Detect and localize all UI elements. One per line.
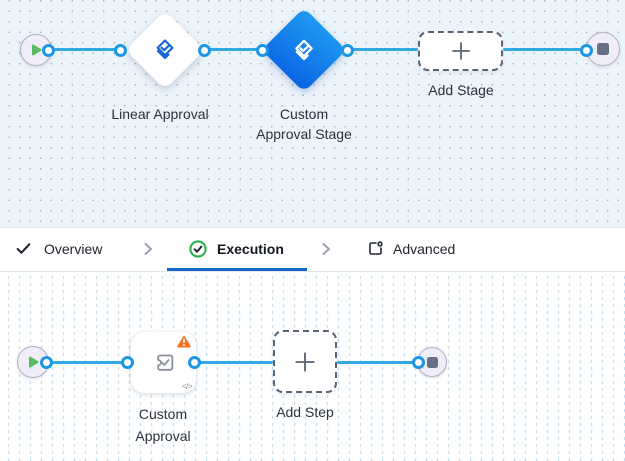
tab-label: Advanced	[393, 240, 456, 257]
connector-wire	[194, 360, 273, 364]
tab-label: Execution	[217, 240, 284, 257]
plus-icon	[451, 42, 470, 60]
connector-wire	[503, 48, 586, 51]
connector-wire	[204, 48, 262, 51]
tab-advanced[interactable]: Advanced	[367, 228, 455, 269]
stage-node-custom-approval-stage[interactable]	[261, 7, 347, 93]
add-stage-button[interactable]	[418, 31, 503, 71]
add-stage-label: Add Stage	[428, 82, 494, 98]
connector-wire	[347, 48, 418, 51]
connector-wire	[48, 48, 120, 51]
tab-label: Overview	[44, 240, 103, 257]
code-badge: </>	[181, 382, 193, 391]
chevron-right-icon	[144, 243, 152, 255]
stage-label: Custom Approval Stage	[256, 106, 352, 142]
play-icon	[29, 356, 39, 368]
stop-icon	[426, 356, 438, 368]
stage-node-linear-approval[interactable]	[125, 10, 205, 90]
connection-port[interactable]	[120, 355, 134, 369]
check-icon	[16, 243, 31, 254]
connection-port[interactable]	[113, 43, 127, 57]
step-label: Custom Approval	[135, 406, 191, 444]
connection-port[interactable]	[340, 43, 354, 57]
step-node-custom-approval[interactable]: </>	[131, 332, 196, 393]
connection-port[interactable]	[579, 43, 593, 57]
connector-wire	[46, 360, 127, 364]
step-canvas[interactable]: </> Custom Approval Add Step	[0, 272, 625, 461]
connection-port[interactable]	[39, 355, 53, 369]
stage-approval-icon	[152, 37, 178, 63]
stop-icon	[597, 43, 609, 55]
stage-tabbar: Overview Execution	[0, 228, 625, 272]
tab-overview[interactable]: Overview	[15, 228, 102, 269]
panel-gear-icon	[369, 240, 384, 255]
stage-approval-icon	[291, 37, 318, 64]
connection-port[interactable]	[197, 43, 211, 57]
warning-icon	[177, 335, 191, 348]
add-step-label: Add Step	[276, 404, 334, 420]
connection-port[interactable]	[187, 355, 201, 369]
approval-step-icon	[156, 354, 173, 371]
check-circle-icon	[189, 239, 207, 258]
plus-icon	[295, 351, 315, 372]
connector-wire	[337, 360, 418, 364]
connection-port[interactable]	[411, 355, 425, 369]
tab-execution[interactable]: Execution	[189, 228, 284, 269]
add-step-button[interactable]	[273, 330, 337, 393]
connection-port[interactable]	[41, 43, 55, 57]
stage-canvas[interactable]: Linear Approval Custom Approval Stage Ad…	[0, 0, 625, 228]
chevron-right-icon	[322, 243, 330, 255]
active-tab-underline	[167, 268, 307, 271]
play-icon	[32, 44, 42, 56]
connection-port[interactable]	[255, 43, 269, 57]
stage-label: Linear Approval	[111, 106, 209, 122]
